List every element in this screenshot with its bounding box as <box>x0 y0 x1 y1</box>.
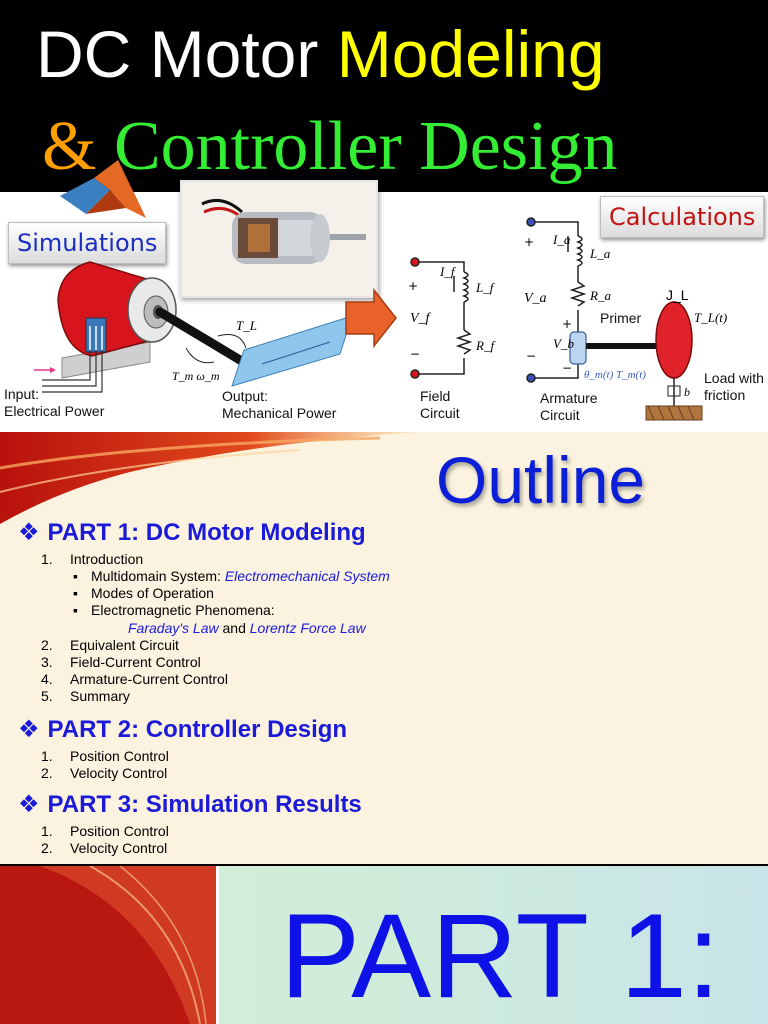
square-bullet-icon: ▪ <box>73 585 78 601</box>
part1-title: PART 1: <box>280 889 721 1023</box>
armature-circuit-drawing <box>526 217 587 383</box>
list-item: ▪Electromagnetic Phenomena: <box>73 602 275 618</box>
motor-diagram: T_L T_m ω_m + − V_f I_f L_f R_f <box>34 217 727 421</box>
list-item: 5.Summary <box>41 688 130 704</box>
diamond-bullet-icon: ❖ <box>18 715 40 743</box>
title-text-green: Controller Design <box>96 108 618 185</box>
svg-text:R_a: R_a <box>589 288 611 303</box>
svg-text:T_L: T_L <box>236 318 257 333</box>
svg-text:I_a: I_a <box>552 232 571 247</box>
part3-heading: ❖PART 3: Simulation Results <box>18 790 362 818</box>
svg-text:J_L: J_L <box>666 287 689 303</box>
field-circuit-drawing <box>410 257 473 379</box>
list-item: 2.Equivalent Circuit <box>41 637 179 653</box>
list-item: 2.Velocity Control <box>41 840 168 856</box>
svg-text:I_f: I_f <box>439 264 457 279</box>
output-label: Output:Mechanical Power <box>222 388 337 421</box>
matlab-logo-icon <box>60 160 146 218</box>
simulations-tag: Simulations <box>8 222 167 264</box>
title-text-yellow: Modeling <box>336 17 605 91</box>
svg-text:V_f: V_f <box>410 311 432 326</box>
outline-title: Outline <box>436 443 646 517</box>
list-item: Faraday's Law and Lorentz Force Law <box>128 620 366 636</box>
list-item: 1.Position Control <box>41 748 169 764</box>
svg-text:−: − <box>562 361 572 375</box>
list-item: 1.Introduction <box>41 551 144 567</box>
arrow-right-icon <box>345 287 397 349</box>
svg-text:T_m ω_m: T_m ω_m <box>172 369 220 383</box>
list-item: ▪Multidomain System: Electromechanical S… <box>73 568 390 584</box>
title-text-white: DC Motor <box>36 17 337 91</box>
motor-photo <box>180 180 378 298</box>
list-item: 1.Position Control <box>41 823 169 839</box>
svg-text:−: − <box>526 349 536 363</box>
svg-text:θ_m(t) T_m(t): θ_m(t) T_m(t) <box>584 369 646 381</box>
primer-label: Primer <box>600 310 642 326</box>
motor-cutaway-image <box>182 182 376 296</box>
list-item: 2.Velocity Control <box>41 765 168 781</box>
svg-text:V_b: V_b <box>553 336 574 351</box>
svg-text:L_f: L_f <box>475 280 496 295</box>
svg-text:R_f: R_f <box>475 338 496 353</box>
svg-text:L_a: L_a <box>589 246 611 261</box>
square-bullet-icon: ▪ <box>73 568 78 584</box>
part2-heading: ❖PART 2: Controller Design <box>18 715 348 743</box>
diamond-bullet-icon: ❖ <box>18 518 40 546</box>
svg-text:+: + <box>408 279 418 293</box>
outline-slide: Outline ❖PART 1: DC Motor Modeling 1.Int… <box>0 432 768 864</box>
slide-title-line1: DC Motor Modeling <box>36 14 605 94</box>
svg-text:+: + <box>562 317 572 331</box>
square-bullet-icon: ▪ <box>73 602 78 618</box>
list-item: ▪Modes of Operation <box>73 585 214 601</box>
part1-slide: PART 1: <box>0 866 768 1024</box>
svg-text:b: b <box>684 385 690 399</box>
separator <box>216 866 219 1024</box>
title-slide: DC Motor Modeling & Controller Design Si… <box>0 0 768 432</box>
decorative-swoosh-left <box>40 866 216 1024</box>
red-side-panel <box>0 866 216 1024</box>
part1-heading: ❖PART 1: DC Motor Modeling <box>18 518 366 546</box>
load-disk <box>655 301 693 379</box>
diamond-bullet-icon: ❖ <box>18 790 40 818</box>
list-item: 3.Field-Current Control <box>41 654 201 670</box>
decorative-swoosh <box>0 432 420 524</box>
svg-text:T_L(t): T_L(t) <box>694 310 727 325</box>
svg-text:−: − <box>410 347 420 361</box>
svg-text:+: + <box>524 235 534 249</box>
ampersand: & <box>42 108 97 185</box>
motor-drawing: T_L T_m ω_m <box>34 261 353 393</box>
title-band: DC Motor Modeling & Controller Design <box>0 0 768 192</box>
svg-text:V_a: V_a <box>524 291 547 306</box>
slide-title-line2: & Controller Design <box>42 104 618 190</box>
calculations-tag: Calculations <box>600 196 765 238</box>
list-item: 4.Armature-Current Control <box>41 671 228 687</box>
input-label: Input:Electrical Power <box>4 386 105 419</box>
